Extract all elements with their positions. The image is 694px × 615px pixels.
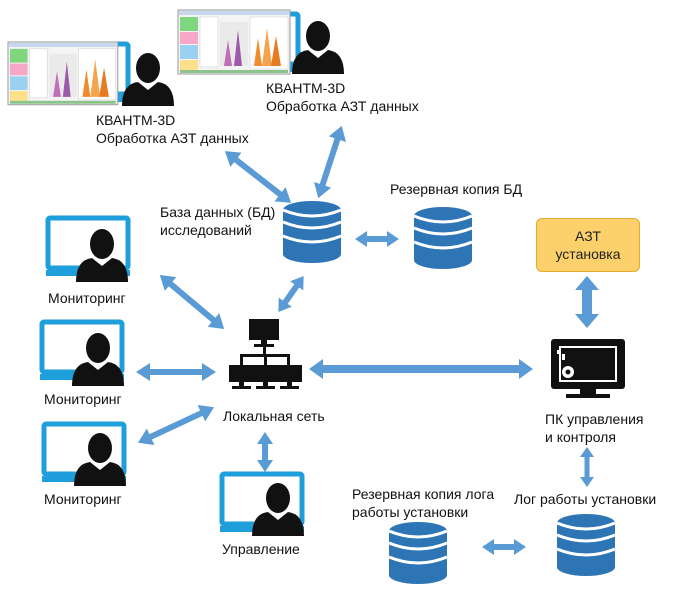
arrow-monitoring1-network <box>159 275 225 329</box>
kvantm-left-node <box>7 41 174 106</box>
arrow-monitoring3-network <box>137 405 215 445</box>
kvantm-right-label: КВАНТМ-3D Обработка АЗТ данных <box>266 79 419 115</box>
research-db-title: База данных (БД) <box>160 204 276 220</box>
kvantm-left-subtitle: Обработка АЗТ данных <box>96 130 249 146</box>
log-backup-label: Резервная копия лога работы установки <box>352 485 494 521</box>
software-screenshot-right <box>177 9 291 75</box>
control-pc-subtitle: и контроля <box>545 429 616 445</box>
log-backup-subtitle: работы установки <box>352 504 469 520</box>
kvantm-right-node <box>177 9 344 75</box>
arrow-db-kvantm-right <box>314 125 346 199</box>
control-pc-title: ПК управления <box>545 411 644 427</box>
arrow-db-network <box>278 275 304 313</box>
kvantm-left-title: КВАНТМ-3D <box>96 112 176 128</box>
arrow-azt-control-pc <box>575 276 599 328</box>
local-network-label: Локальная сеть <box>223 408 325 424</box>
backup-db-label: Резервная копия БД <box>390 181 523 197</box>
management-label: Управление <box>222 541 300 557</box>
monitoring-1-node <box>46 218 130 282</box>
arrow-log-backup-log <box>482 539 526 555</box>
azt-unit-title: АЗТ <box>575 228 601 244</box>
management-node <box>220 474 304 536</box>
monitoring-3-node <box>42 424 126 486</box>
kvantm-left-label: КВАНТМ-3D Обработка АЗТ данных <box>96 111 249 147</box>
arrow-db-kvantm-left <box>224 151 292 203</box>
monitoring-1-label: Мониторинг <box>48 290 126 306</box>
arrow-db-backup <box>355 231 399 247</box>
network-icon <box>229 319 302 389</box>
log-backup-title: Резервная копия лога <box>352 486 495 502</box>
research-db-label: База данных (БД) исследований <box>160 203 275 239</box>
kvantm-right-title: КВАНТМ-3D <box>266 80 346 96</box>
arrow-control-pc-log <box>580 447 594 487</box>
software-screenshot-left <box>7 41 119 106</box>
monitoring-3-label: Мониторинг <box>44 491 122 507</box>
arrow-monitoring2-network <box>136 363 216 381</box>
research-db-subtitle: исследований <box>160 222 252 238</box>
azt-unit-subtitle: установка <box>555 246 621 262</box>
log-db-label: Лог работы установки <box>514 491 657 507</box>
monitoring-2-label: Мониторинг <box>44 391 122 407</box>
azt-unit-box: АЗТ установка <box>536 218 640 272</box>
monitoring-2-node <box>40 322 124 386</box>
arrow-network-management <box>257 432 273 472</box>
log-backup-db-icon <box>387 520 449 586</box>
control-pc-label: ПК управления и контроля <box>545 410 643 446</box>
log-db-icon <box>555 512 617 578</box>
kvantm-right-subtitle: Обработка АЗТ данных <box>266 98 419 114</box>
control-monitor-icon <box>551 339 625 398</box>
research-db-icon <box>281 199 343 265</box>
arrow-network-control-pc <box>309 359 533 379</box>
backup-db-icon <box>412 205 474 271</box>
